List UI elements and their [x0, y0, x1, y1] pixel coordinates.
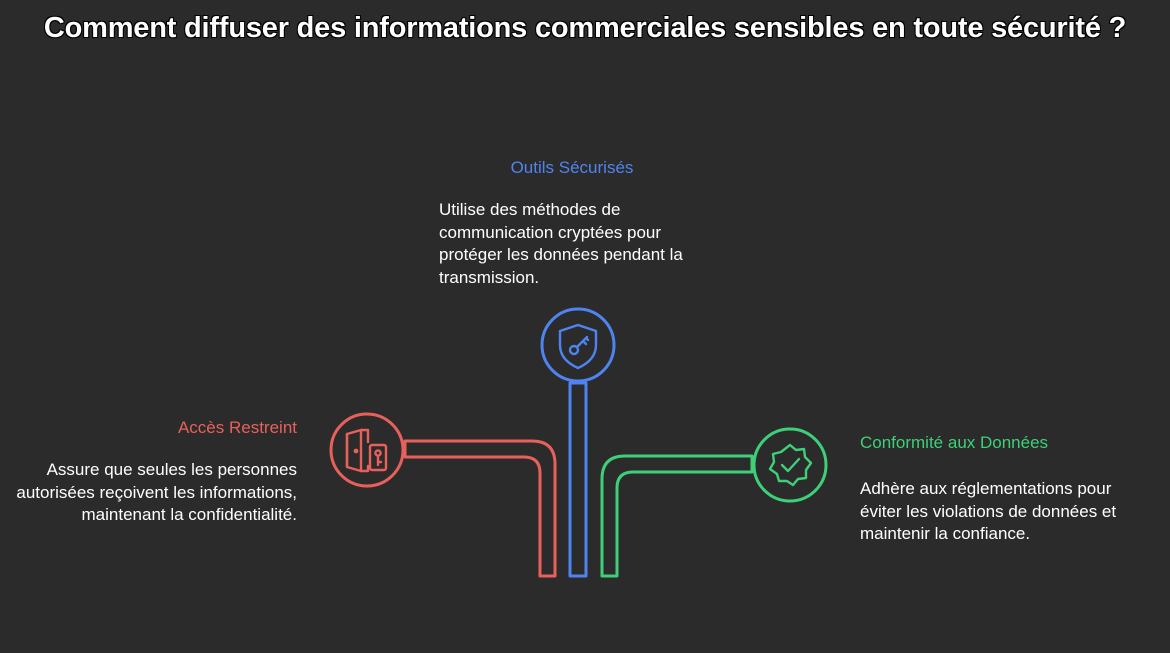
- restricted-access-node: [329, 412, 405, 488]
- data-compliance-node: [752, 427, 828, 503]
- blue-connector: [568, 381, 588, 578]
- data-compliance-heading: Conformité aux Données: [860, 433, 1049, 452]
- secure-tools-heading: Outils Sécurisés: [510, 158, 634, 177]
- secure-tools-description: Utilise des méthodes de communication cr…: [439, 200, 683, 287]
- page-title: Comment diffuser des informations commer…: [43, 12, 1127, 44]
- badge-check-icon: [768, 443, 813, 487]
- restricted-access-description: Assure que seules les personnes autorisé…: [16, 460, 297, 524]
- green-connector: [600, 454, 754, 578]
- secure-tools-node: [540, 307, 616, 383]
- data-compliance-description: Adhère aux réglementations pour éviter l…: [860, 479, 1117, 543]
- shield-key-icon: [558, 323, 598, 370]
- door-key-icon: [345, 428, 388, 473]
- red-connector: [403, 439, 557, 578]
- restricted-access-heading: Accès Restreint: [177, 418, 297, 437]
